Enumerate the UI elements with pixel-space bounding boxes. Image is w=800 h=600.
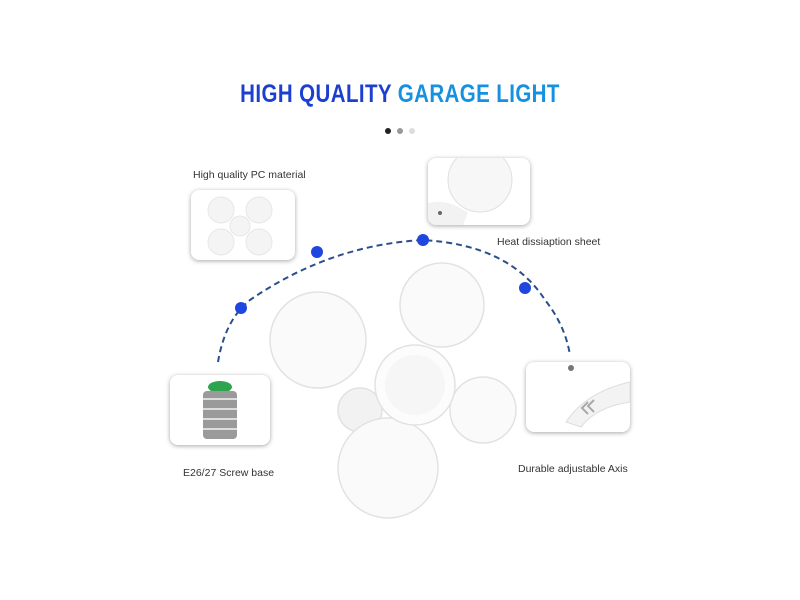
title-part-1: HIGH QUALITY bbox=[240, 80, 398, 108]
arc-dots bbox=[235, 234, 531, 314]
carousel-dot-3[interactable] bbox=[409, 128, 415, 134]
label-screw-base: E26/27 Screw base bbox=[183, 467, 275, 479]
title-part-2: GARAGE LIGHT bbox=[397, 80, 560, 108]
label-pc-material: High quality PC material bbox=[193, 169, 306, 181]
screw-base-image bbox=[170, 375, 270, 445]
heat-sheet-image bbox=[428, 158, 530, 225]
label-axis: Durable adjustable Axis bbox=[518, 463, 628, 475]
pc-material-image bbox=[191, 190, 295, 260]
carousel-dots[interactable] bbox=[385, 128, 415, 134]
carousel-dot-1[interactable] bbox=[385, 128, 391, 134]
carousel-dot-2[interactable] bbox=[397, 128, 403, 134]
garage-light-product bbox=[269, 262, 517, 519]
axis-image bbox=[526, 362, 630, 432]
page-title: HIGH QUALITY GARAGE LIGHT bbox=[72, 80, 728, 109]
label-heat-sheet: Heat dissiaption sheet bbox=[497, 236, 601, 248]
